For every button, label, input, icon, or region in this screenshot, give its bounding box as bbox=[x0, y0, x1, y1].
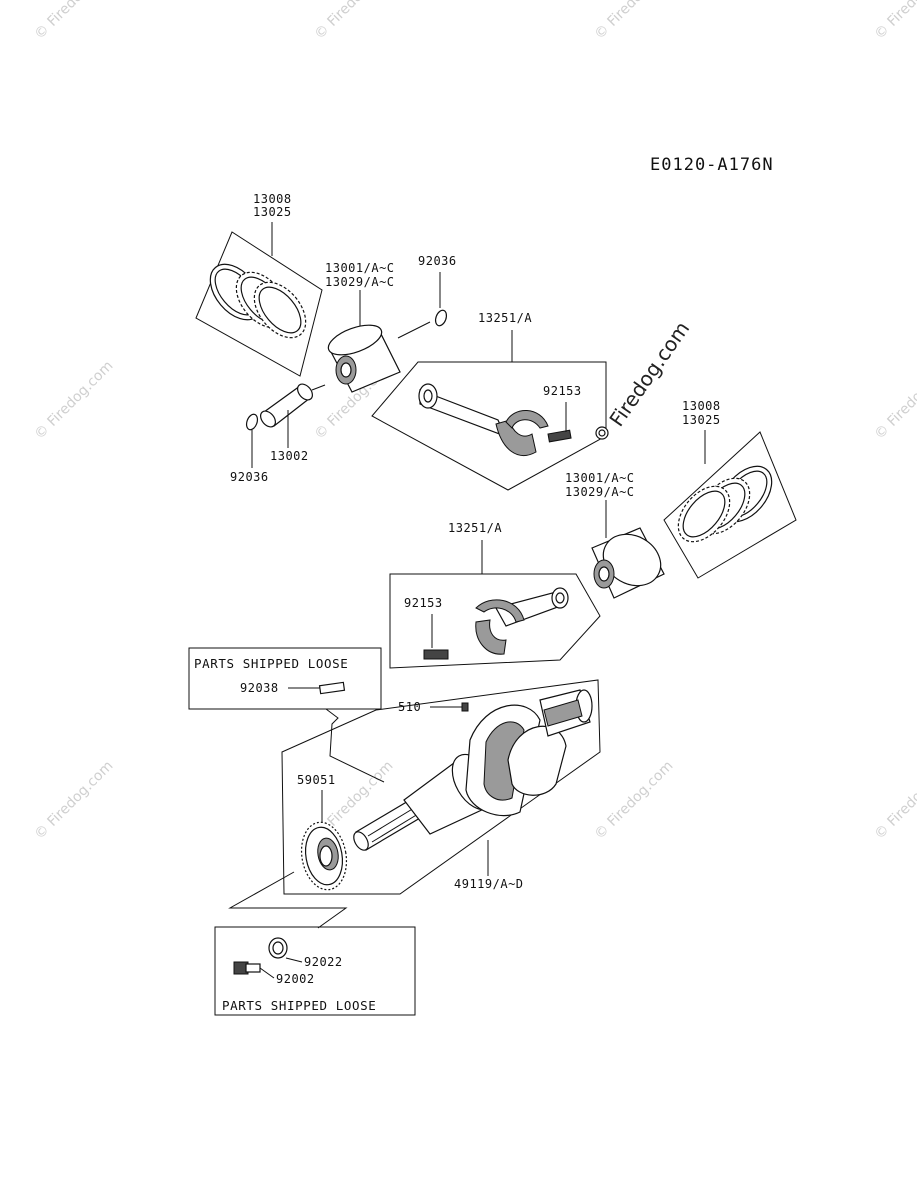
box-title: PARTS SHIPPED LOOSE bbox=[194, 656, 348, 671]
part-label: 92036 bbox=[418, 254, 457, 268]
watermark-main: Firedog.com bbox=[604, 317, 694, 431]
part-label: 13025 bbox=[253, 205, 292, 219]
part-label: 92038 bbox=[240, 681, 279, 695]
part-label: 13008 bbox=[253, 192, 292, 206]
connecting-rod-a bbox=[371, 330, 609, 491]
watermark: © Firedog.com bbox=[592, 0, 677, 43]
circlip-top bbox=[434, 272, 448, 327]
loose-parts-box-bottom bbox=[214, 926, 416, 1016]
watermark: © Firedog.com bbox=[592, 758, 677, 843]
box-title: PARTS SHIPPED LOOSE bbox=[222, 998, 376, 1013]
watermark: © Firedog.com bbox=[32, 0, 117, 43]
leader-line bbox=[228, 871, 348, 929]
part-label: 13251/A bbox=[448, 521, 502, 535]
part-label: 13001/A~C bbox=[325, 261, 395, 275]
watermark: © Firedog.com bbox=[32, 758, 117, 843]
part-label: 13002 bbox=[270, 449, 309, 463]
circlip-bottom bbox=[245, 413, 259, 468]
diagram-code: E0120-A176N bbox=[650, 155, 774, 175]
watermark: © Firedog.com bbox=[872, 758, 917, 843]
connecting-rod-b bbox=[389, 540, 601, 669]
part-label: 59051 bbox=[297, 773, 336, 787]
loose-parts-box-top bbox=[188, 647, 382, 710]
watermark: © Firedog.com bbox=[312, 0, 397, 43]
part-label: 92153 bbox=[404, 596, 443, 610]
part-label: 13008 bbox=[682, 399, 721, 413]
part-label: 13029/A~C bbox=[565, 485, 635, 499]
piston-a bbox=[311, 290, 431, 393]
part-label: 13251/A bbox=[478, 311, 532, 325]
part-label: 92153 bbox=[543, 384, 582, 398]
crankshaft-assembly bbox=[281, 679, 601, 895]
part-label: 92022 bbox=[304, 955, 343, 969]
piston-pin bbox=[260, 383, 313, 448]
piston-ring-set-a bbox=[195, 222, 323, 377]
part-label: 13001/A~C bbox=[565, 471, 635, 485]
part-label: 13025 bbox=[682, 413, 721, 427]
part-label: 49119/A~D bbox=[454, 877, 524, 891]
part-label: 92036 bbox=[230, 470, 269, 484]
crankshaft-gear bbox=[300, 790, 348, 891]
part-label: 13029/A~C bbox=[325, 275, 395, 289]
piston-b bbox=[591, 500, 665, 599]
part-label: 92002 bbox=[276, 972, 315, 986]
piston-ring-set-b bbox=[663, 430, 797, 579]
part-label: 510 bbox=[398, 700, 421, 714]
watermark: © Firedog.com bbox=[32, 358, 117, 443]
watermark: © Firedog.com bbox=[872, 358, 917, 443]
watermark: © Firedog.com bbox=[872, 0, 917, 43]
